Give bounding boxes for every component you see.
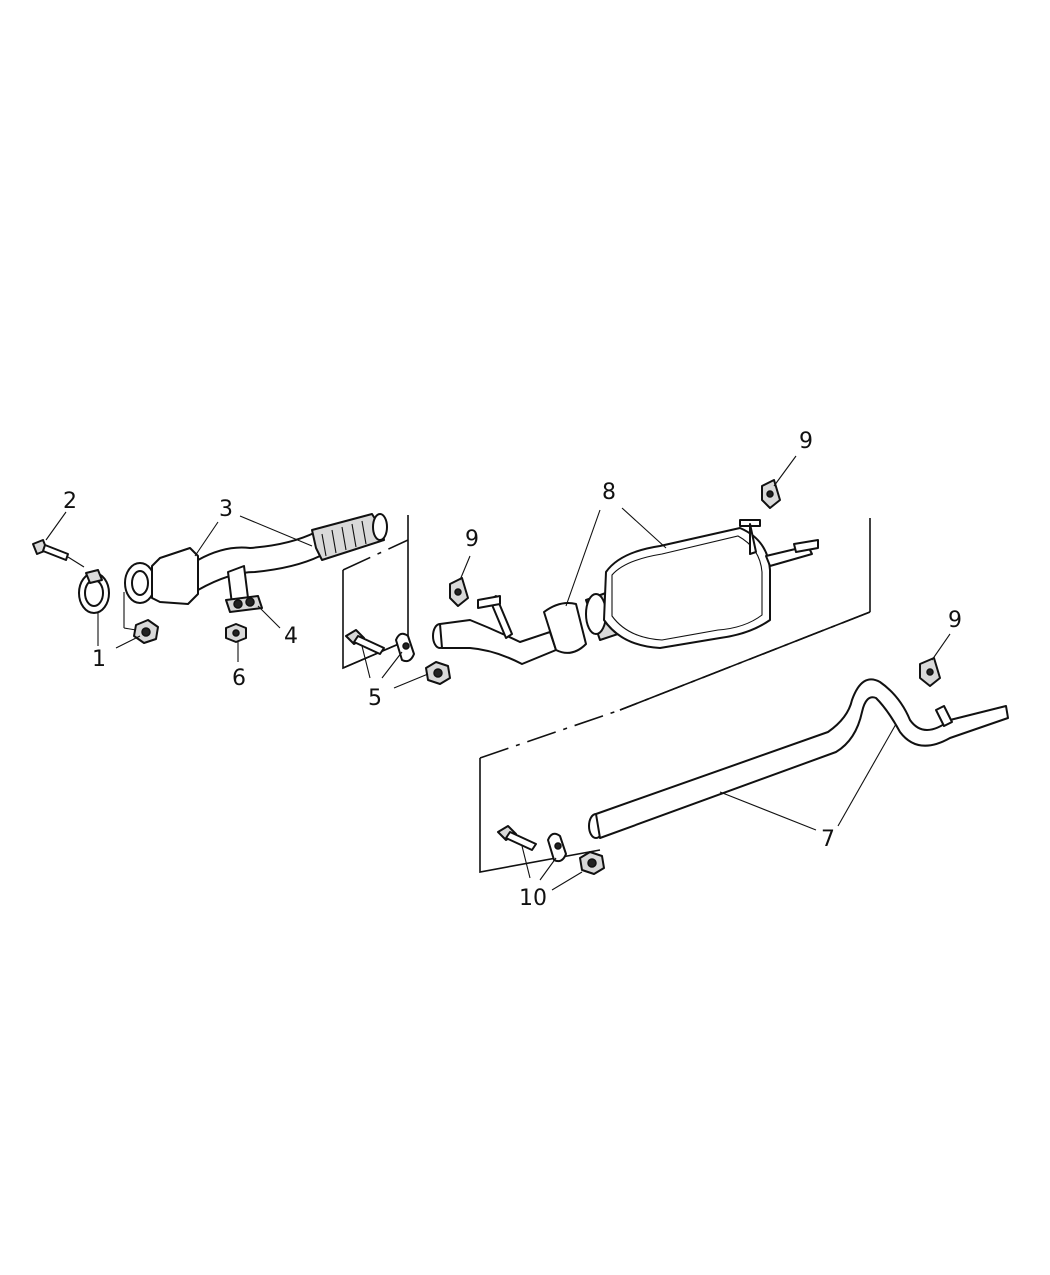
clamp-fasteners-part-10 [497, 825, 605, 875]
callout-6: 6 [232, 666, 246, 691]
callout-9-right: 9 [948, 608, 962, 633]
callout-4: 4 [284, 624, 298, 649]
front-pipe-catalytic-converter-part-3 [124, 513, 388, 605]
callout-10: 10 [519, 886, 547, 911]
leader-lines [45, 455, 951, 891]
bolt-part-2 [32, 539, 85, 568]
clamp-part-1 [78, 569, 110, 614]
tailpipe-part-7 [588, 678, 1009, 839]
nut-part-1 [123, 592, 159, 644]
isolator-part-9-mid [449, 577, 469, 607]
callout-1: 1 [92, 647, 106, 672]
muffler-assembly-part-8 [432, 519, 819, 665]
callout-2: 2 [63, 489, 77, 514]
callout-7: 7 [821, 827, 835, 852]
isolator-part-9-top [761, 479, 781, 509]
isolator-part-9-right [919, 657, 941, 687]
callout-8: 8 [602, 480, 616, 505]
callout-3: 3 [219, 497, 233, 522]
callout-9-top: 9 [799, 429, 813, 454]
callout-5: 5 [368, 686, 382, 711]
hanger-bracket-part-4 [225, 565, 263, 613]
nut-part-6 [225, 623, 247, 643]
callout-9-mid: 9 [465, 527, 479, 552]
